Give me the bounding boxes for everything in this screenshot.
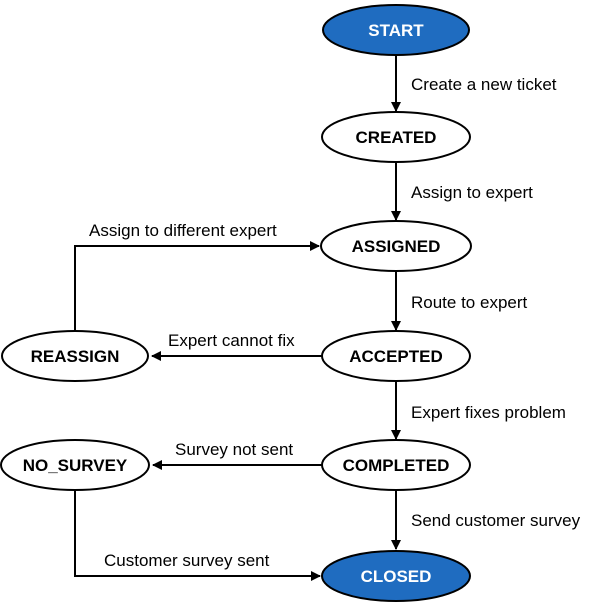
edge-label-completed-no-survey: Survey not sent bbox=[175, 440, 293, 459]
node-accepted-label: ACCEPTED bbox=[349, 347, 443, 366]
node-start-label: START bbox=[368, 21, 424, 40]
node-accepted-shape bbox=[321, 330, 471, 382]
nodes: START CREATED ASSIGNED ACCEPTED COMPLETE… bbox=[0, 4, 472, 602]
edge-label-reassign-assigned: Assign to different expert bbox=[89, 221, 277, 240]
edges bbox=[74, 56, 401, 581]
edge-label-accepted-completed: Expert fixes problem bbox=[411, 403, 566, 422]
node-completed-label: COMPLETED bbox=[343, 456, 450, 475]
edge-label-completed-closed: Send customer survey bbox=[411, 511, 581, 530]
node-start-shape bbox=[322, 4, 470, 56]
edge-labels: Create a new ticket Assign to expert Rou… bbox=[89, 75, 581, 570]
node-reassign-shape bbox=[1, 330, 149, 382]
node-closed: CLOSED bbox=[321, 550, 471, 602]
edge-label-accepted-reassign: Expert cannot fix bbox=[168, 331, 295, 350]
node-no-survey-label: NO_SURVEY bbox=[23, 456, 128, 475]
edge-label-created-assigned: Assign to expert bbox=[411, 183, 533, 202]
node-start: START bbox=[322, 4, 470, 56]
node-closed-shape bbox=[321, 550, 471, 602]
node-completed: COMPLETED bbox=[321, 439, 471, 491]
node-reassign: REASSIGN bbox=[1, 330, 149, 382]
node-closed-label: CLOSED bbox=[361, 567, 432, 586]
node-completed-shape bbox=[321, 439, 471, 491]
node-no-survey: NO_SURVEY bbox=[0, 439, 150, 491]
edge-label-start-created: Create a new ticket bbox=[411, 75, 557, 94]
edge-reassign-assigned bbox=[74, 241, 320, 330]
node-created-shape bbox=[321, 111, 471, 163]
node-created: CREATED bbox=[321, 111, 471, 163]
node-assigned-label: ASSIGNED bbox=[352, 237, 441, 256]
node-no-survey-shape bbox=[0, 439, 150, 491]
node-accepted: ACCEPTED bbox=[321, 330, 471, 382]
edge-label-no-survey-closed: Customer survey sent bbox=[104, 551, 270, 570]
edge-no-survey-closed bbox=[74, 491, 321, 581]
node-reassign-label: REASSIGN bbox=[31, 347, 120, 366]
node-assigned-shape bbox=[320, 220, 472, 272]
edge-label-assigned-accepted: Route to expert bbox=[411, 293, 528, 312]
node-created-label: CREATED bbox=[356, 128, 437, 147]
node-assigned: ASSIGNED bbox=[320, 220, 472, 272]
